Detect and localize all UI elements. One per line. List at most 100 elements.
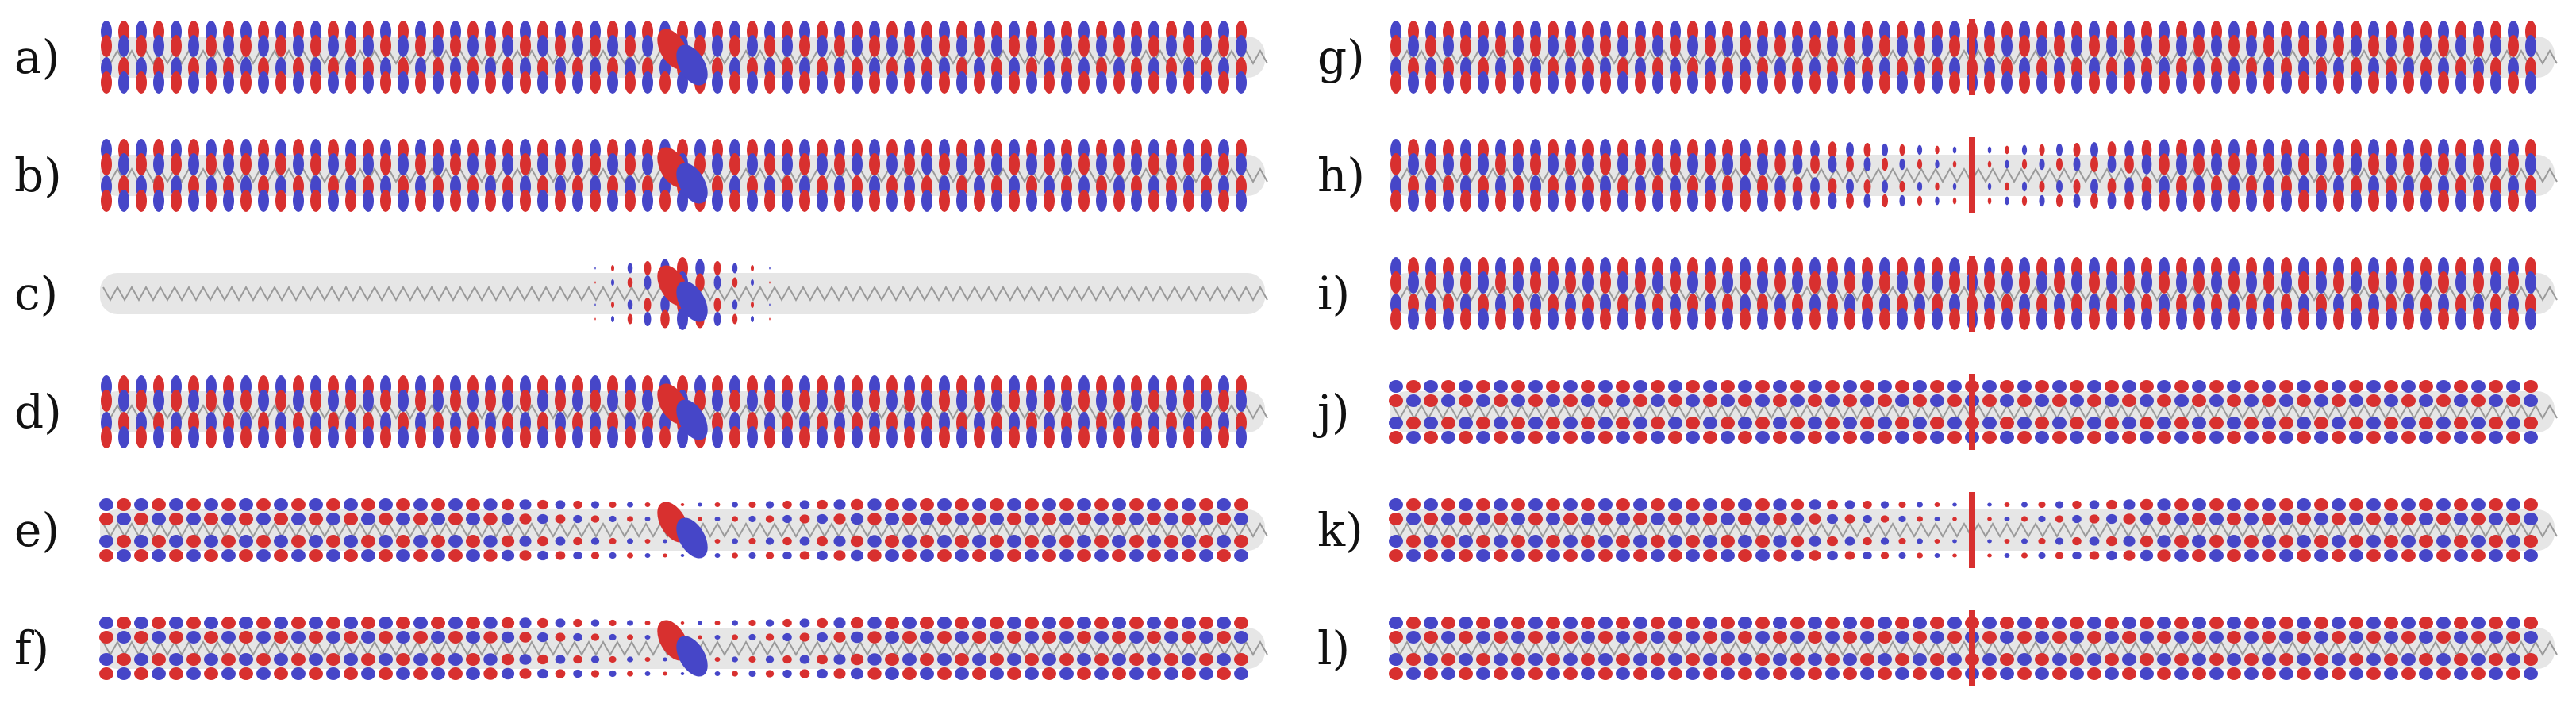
negative-lobe [1147,498,1161,511]
positive-lobe [555,551,566,560]
negative-lobe [937,653,952,666]
negative-lobe [2192,535,2206,548]
positive-lobe [1916,516,1924,522]
negative-lobe [1810,140,1820,159]
orbital-isosurface [1390,19,2558,95]
positive-lobe [2384,535,2398,548]
negative-lobe [1846,142,1854,158]
positive-lobe [1476,617,1490,629]
negative-lobe [1617,35,1628,57]
positive-lobe [2349,653,2363,666]
negative-lobe [2140,513,2154,525]
positive-lobe [1059,653,1074,666]
positive-lobe [939,190,950,212]
negative-lobe [1147,617,1161,629]
negative-lobe [1827,550,1838,561]
positive-lobe [1129,617,1144,629]
negative-lobe [1598,380,1613,393]
negative-lobe [2506,617,2520,629]
negative-lobe [817,513,828,525]
negative-lobe [1166,71,1177,94]
positive-lobe [2401,631,2416,644]
negative-lobe [2157,380,2171,393]
negative-lobe [117,631,131,644]
negative-lobe [1459,653,1473,666]
negative-lobe [2262,380,2276,393]
positive-lobe [2349,617,2363,629]
negative-lobe [2281,308,2292,330]
negative-lobe [921,190,932,212]
negative-lobe [750,279,755,286]
negative-lobe [1236,190,1247,212]
negative-lobe [2211,35,2222,57]
positive-lobe [206,153,217,175]
positive-lobe [275,390,286,412]
positive-lobe [2401,667,2416,680]
positive-lobe [240,35,252,57]
positive-lobe [380,153,391,175]
negative-lobe [1880,501,1890,509]
positive-lobe [1635,153,1646,175]
negative-lobe [698,621,702,625]
positive-lobe [1895,617,1909,629]
positive-lobe [274,513,288,525]
negative-lobe [169,498,183,511]
positive-lobe [1879,35,1890,57]
positive-lobe [1721,535,1735,548]
negative-lobe [2489,667,2503,680]
positive-lobe [2262,394,2276,407]
negative-lobe [1217,535,1231,548]
positive-lobe [904,426,915,448]
positive-lobe [2019,271,2030,294]
positive-lobe [2471,394,2486,407]
negative-lobe [972,653,986,666]
negative-lobe [1897,308,1908,330]
orbital-isosurface [99,498,1268,562]
positive-lobe [625,190,636,212]
orbital-strip [1385,601,2559,696]
positive-lobe [990,617,1004,629]
positive-lobe [134,631,148,644]
negative-lobe [1843,380,1857,393]
positive-lobe [731,671,739,677]
negative-lobe [258,190,269,212]
positive-lobe [2227,394,2241,407]
negative-lobe [2123,536,2136,547]
negative-lobe [2105,667,2119,680]
positive-lobe [169,631,183,644]
positive-lobe [1598,667,1613,680]
positive-lobe [1424,549,1438,562]
negative-lobe [1738,380,1752,393]
panel-label: g) [1317,30,1365,84]
positive-lobe [2052,431,2067,444]
negative-lobe [1827,308,1838,330]
negative-lobe [1721,667,1735,680]
negative-lobe [204,653,218,666]
positive-lobe [644,260,652,276]
positive-lobe [152,617,166,629]
positive-lobe [537,536,548,547]
negative-lobe [1828,156,1837,173]
negative-lobe [2420,190,2432,212]
negative-lobe [609,515,617,523]
negative-lobe [1478,190,1489,212]
positive-lobe [1199,535,1213,548]
negative-lobe [221,631,236,644]
negative-lobe [1860,431,1874,444]
negative-lobe [886,426,898,448]
positive-lobe [1077,549,1091,562]
positive-lobe [920,653,934,666]
negative-lobe [1548,71,1559,94]
negative-lobe [902,617,917,629]
negative-lobe [782,551,792,560]
positive-lobe [2000,380,2014,393]
positive-lobe [2105,653,2119,666]
negative-lobe [2141,71,2152,94]
positive-lobe [1390,190,1401,212]
negative-lobe [991,426,1002,448]
negative-lobe [2246,308,2257,330]
positive-lobe [2473,153,2484,175]
negative-lobe [2070,394,2084,407]
positive-lobe [520,35,531,57]
positive-lobe [136,71,147,94]
